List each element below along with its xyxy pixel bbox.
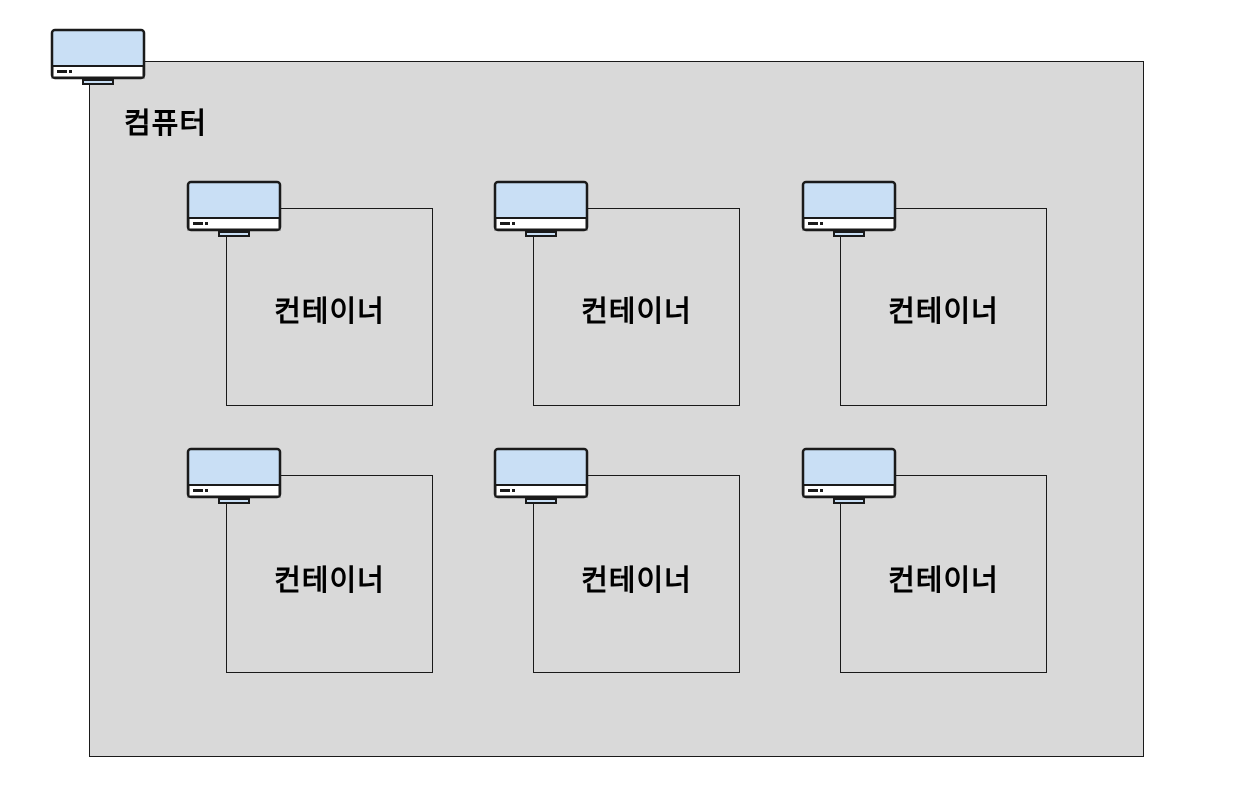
container-box bbox=[226, 208, 433, 406]
container-box bbox=[840, 208, 1047, 406]
container-label: 컨테이너 bbox=[581, 294, 692, 328]
container-label: 컨테이너 bbox=[888, 294, 999, 328]
monitor-icon bbox=[801, 447, 897, 511]
monitor-icon bbox=[801, 180, 897, 244]
monitor-icon bbox=[493, 447, 589, 511]
computer-label: 컴퓨터 bbox=[124, 106, 208, 140]
container-label: 컨테이너 bbox=[274, 294, 385, 328]
monitor-icon bbox=[186, 447, 282, 511]
monitor-icon bbox=[50, 28, 146, 92]
container-box bbox=[226, 475, 433, 673]
container-label: 컨테이너 bbox=[274, 563, 385, 597]
monitor-icon bbox=[493, 180, 589, 244]
container-label: 컨테이너 bbox=[888, 563, 999, 597]
container-label: 컨테이너 bbox=[581, 563, 692, 597]
container-box bbox=[533, 208, 740, 406]
container-box bbox=[533, 475, 740, 673]
monitor-icon bbox=[186, 180, 282, 244]
container-box bbox=[840, 475, 1047, 673]
